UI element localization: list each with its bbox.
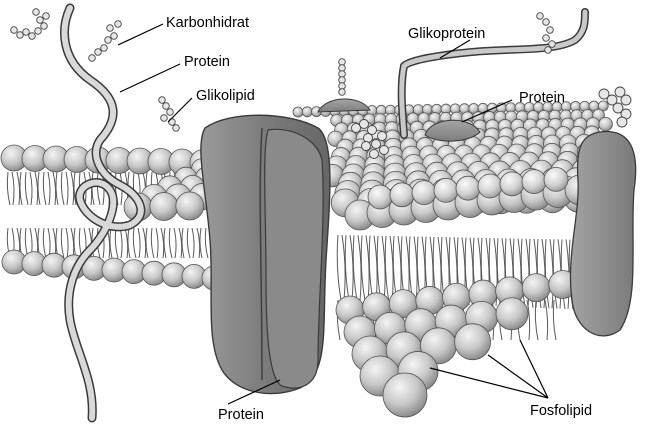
label-protein-bottom: Protein	[218, 407, 264, 423]
sugar-bead	[161, 115, 168, 122]
phospholipid-head	[383, 373, 427, 417]
sugar-bead	[543, 35, 550, 42]
sugar-bead	[370, 150, 379, 159]
phospholipid-head	[544, 167, 568, 191]
right-channel-protein	[570, 132, 635, 336]
sugar-bead	[617, 117, 627, 127]
sugar-bead	[29, 33, 36, 40]
label-protein-top-left: Protein	[184, 54, 230, 70]
label-glycolipid: Glikolipid	[196, 88, 255, 104]
phospholipid-head	[302, 107, 312, 117]
sugar-bead	[33, 9, 40, 16]
sugar-bead	[339, 89, 346, 96]
sugar-bead	[23, 29, 30, 36]
phospholipid-head	[176, 192, 204, 220]
sugar-bead	[115, 21, 122, 28]
sugar-bead	[360, 120, 369, 129]
sugar-bead	[43, 13, 50, 20]
label-glycoprotein: Glikoprotein	[408, 26, 485, 42]
sugar-bead	[95, 49, 102, 56]
sugar-bead	[35, 28, 42, 35]
sugar-bead	[362, 142, 371, 151]
phospholipid-head	[434, 178, 458, 202]
label-protein-top-right: Protein	[519, 90, 565, 106]
sugar-bead	[543, 19, 550, 26]
label-carbohydrate: Karbonhidrat	[166, 15, 249, 31]
sugar-bead	[547, 27, 554, 34]
phospholipid-head	[500, 172, 524, 196]
phospholipid-head	[412, 181, 436, 205]
sugar-bead	[11, 27, 18, 34]
sugar-bead	[378, 132, 387, 141]
label-phospholipid: Fosfolipid	[530, 403, 592, 419]
transmembrane-protein	[201, 115, 330, 393]
phospholipid-head	[599, 117, 613, 131]
phospholipid-head	[455, 324, 491, 360]
phospholipid-head	[293, 107, 303, 117]
sugar-bead	[111, 33, 118, 40]
phospholipid-head	[456, 176, 480, 200]
sugar-bead	[159, 97, 166, 104]
phospholipid-head	[150, 192, 178, 220]
sugar-bead	[163, 103, 170, 110]
phospholipid-head	[390, 183, 414, 207]
sugar-bead	[37, 17, 44, 24]
sugar-bead	[89, 55, 96, 62]
sugar-bead	[380, 146, 389, 155]
sugar-bead	[549, 41, 556, 48]
sugar-bead	[537, 13, 544, 20]
sugar-bead	[101, 45, 108, 52]
sugar-bead	[17, 32, 24, 39]
sugar-bead	[167, 109, 174, 116]
sugar-bead	[372, 140, 381, 149]
phospholipid-head	[496, 298, 528, 330]
sugar-bead	[41, 23, 48, 30]
sugar-bead	[105, 37, 112, 44]
sugar-bead	[364, 134, 373, 143]
sugar-bead	[173, 125, 180, 132]
sugar-bead	[107, 25, 114, 32]
sugar-bead	[545, 47, 552, 54]
sugar-bead	[621, 95, 631, 105]
phospholipid-head	[522, 274, 550, 302]
phospholipid-head	[368, 185, 392, 209]
phospholipid-head	[478, 174, 502, 198]
phospholipid-head	[522, 170, 546, 194]
